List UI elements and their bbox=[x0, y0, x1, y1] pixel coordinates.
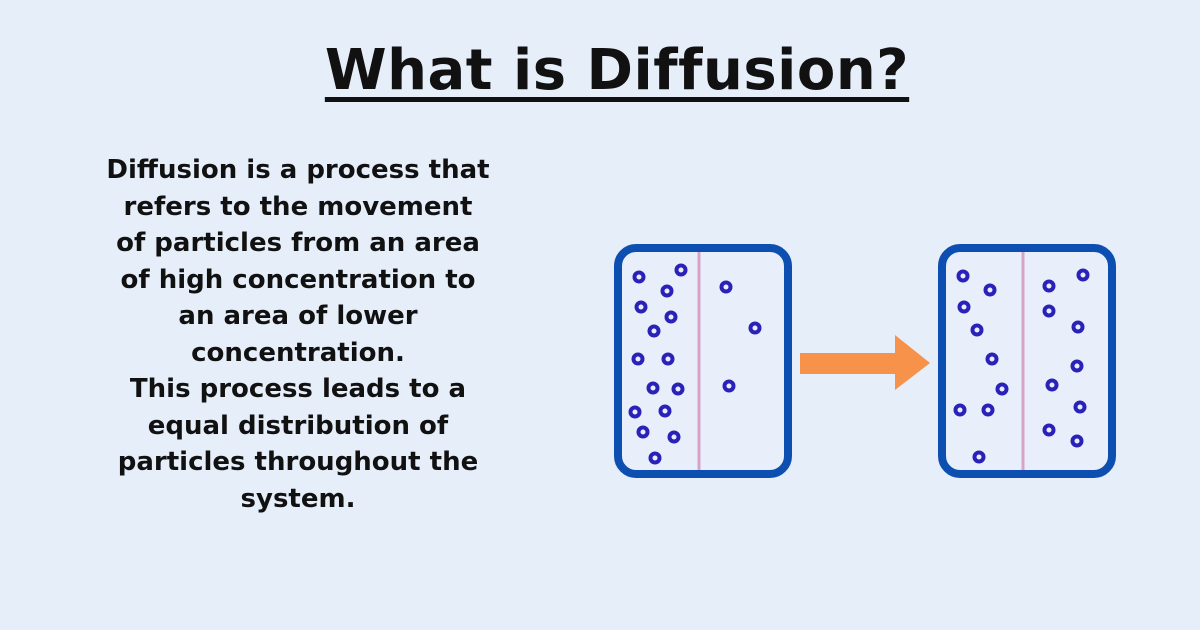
particle bbox=[970, 323, 984, 337]
particle bbox=[1042, 423, 1056, 437]
particle bbox=[636, 425, 650, 439]
container-after-outline bbox=[938, 244, 1116, 478]
description-text: Diffusion is a process that refers to th… bbox=[60, 152, 536, 517]
arrow-head-icon bbox=[895, 335, 930, 390]
container-before bbox=[614, 244, 792, 478]
description-line: This process leads to a bbox=[129, 374, 467, 404]
particles-after bbox=[953, 268, 1090, 464]
particle bbox=[628, 405, 642, 419]
particle bbox=[661, 352, 675, 366]
particle bbox=[647, 324, 661, 338]
particle bbox=[1070, 359, 1084, 373]
particle bbox=[1076, 268, 1090, 282]
particle bbox=[660, 284, 674, 298]
particle bbox=[956, 269, 970, 283]
description-line: equal distribution of bbox=[147, 410, 449, 441]
particle bbox=[985, 352, 999, 366]
description-line: of particles from an area bbox=[116, 228, 480, 258]
particle bbox=[631, 352, 645, 366]
particle bbox=[983, 283, 997, 297]
particle bbox=[981, 403, 995, 417]
particle bbox=[719, 280, 733, 294]
particle bbox=[748, 321, 762, 335]
particle bbox=[995, 382, 1009, 396]
description-line: refers to the movement bbox=[123, 191, 473, 222]
particle bbox=[1071, 320, 1085, 334]
particles-before bbox=[628, 263, 762, 465]
particle bbox=[658, 404, 672, 418]
container-after bbox=[938, 244, 1116, 478]
description-line: system. bbox=[240, 483, 356, 514]
particle bbox=[957, 300, 971, 314]
particle bbox=[646, 381, 660, 395]
particle bbox=[1045, 378, 1059, 392]
particle bbox=[1042, 304, 1056, 318]
description-line: concentration. bbox=[191, 337, 405, 368]
particle bbox=[972, 450, 986, 464]
particle bbox=[1073, 400, 1087, 414]
particle bbox=[953, 403, 967, 417]
particle bbox=[674, 263, 688, 277]
description-line: particles throughout the bbox=[117, 447, 479, 477]
particle bbox=[1042, 279, 1056, 293]
arrow-shaft bbox=[800, 353, 898, 374]
particle bbox=[671, 382, 685, 396]
container-before-outline bbox=[614, 244, 792, 478]
description-line: Diffusion is a process that bbox=[106, 155, 490, 185]
description-line: an area of lower bbox=[178, 301, 418, 331]
particle bbox=[667, 430, 681, 444]
particle bbox=[722, 379, 736, 393]
particle bbox=[634, 300, 648, 314]
particle bbox=[648, 451, 662, 465]
particle bbox=[632, 270, 646, 284]
particle bbox=[664, 310, 678, 324]
particle bbox=[1070, 434, 1084, 448]
transition-arrow bbox=[800, 335, 930, 390]
description-line: of high concentration to bbox=[120, 264, 476, 295]
page-title: What is Diffusion? bbox=[324, 38, 910, 103]
